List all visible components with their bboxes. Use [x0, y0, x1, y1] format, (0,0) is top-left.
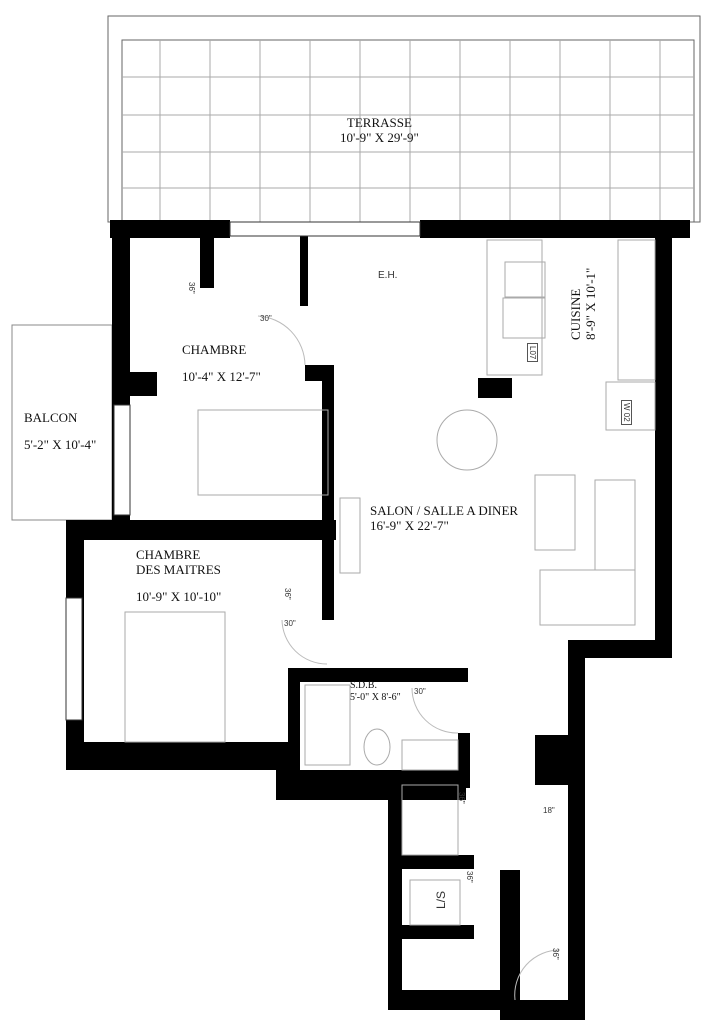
room-name: S.D.B.: [350, 680, 377, 691]
terrace: [107, 15, 701, 223]
room-size: 5'-0" X 8'-6": [350, 692, 401, 703]
washer-label: W 02: [621, 400, 632, 425]
door-width: 36": [283, 588, 292, 600]
window-master: [65, 597, 83, 721]
room-terrasse: TERRASSE 10'-9" X 29'-9": [340, 115, 419, 145]
furniture: [124, 239, 656, 926]
room-size: 10'-9" X 10'-10": [136, 589, 222, 604]
room-chambre: CHAMBRE 10'-4" X 12'-7": [182, 342, 261, 384]
room-name-2: DES MAITRES: [136, 562, 221, 577]
laundry-label: L/S: [434, 890, 449, 910]
room-cuisine: CUISINE 8'-9" X 10'-1": [568, 268, 598, 340]
door-width: 18": [543, 806, 555, 815]
dishwasher-label: L07: [527, 343, 538, 363]
room-size: 16'-9" X 22'-7": [370, 518, 449, 533]
room-name: CUISINE: [568, 288, 583, 340]
room-name: CHAMBRE: [136, 547, 201, 562]
room-size: 10'-9" X 29'-9": [340, 130, 419, 145]
room-name: CHAMBRE: [182, 342, 247, 357]
room-sdb: S.D.B. 5'-0" X 8'-6": [350, 680, 401, 704]
door-width: 30": [414, 687, 426, 696]
walls: [66, 220, 690, 1020]
window-top: [229, 221, 421, 237]
room-salon: SALON / SALLE A DINER 16'-9" X 22'-7": [370, 503, 518, 533]
room-name: SALON / SALLE A DINER: [370, 503, 519, 518]
electric-heater-label: E.H.: [378, 270, 398, 281]
door-width: 36": [465, 871, 474, 883]
window-bedroom: [113, 404, 131, 516]
door-width: 30": [260, 314, 272, 323]
room-size: 10'-4" X 12'-7": [182, 369, 261, 384]
room-name: TERRASSE: [346, 115, 412, 130]
room-size: 5'-2" X 10'-4": [24, 437, 97, 452]
door-width: 36": [551, 948, 560, 960]
room-size: 8'-9" X 10'-1": [583, 267, 598, 340]
door-width: 36": [457, 792, 466, 804]
room-balcon: BALCON 5'-2" X 10'-4": [24, 410, 96, 452]
room-chambre-maitres: CHAMBRE DES MAITRES 10'-9" X 10'-10": [136, 547, 221, 604]
door-width: 30": [284, 619, 296, 628]
door-swings: [257, 315, 561, 1001]
door-width: 36": [187, 282, 196, 294]
room-name: BALCON: [24, 410, 78, 425]
